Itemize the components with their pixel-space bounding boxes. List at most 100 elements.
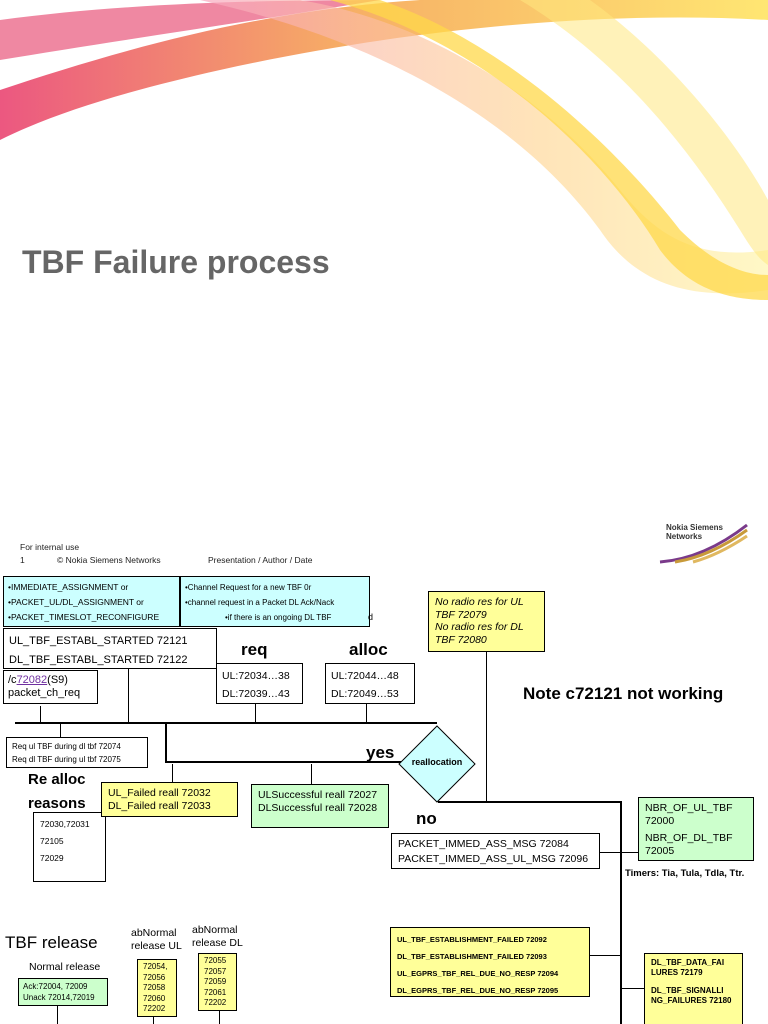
timers-text: Timers: Tia, Tula, Tdla, Ttr. [625, 868, 745, 879]
failed-realloc-box: UL_Failed reall 72032 DL_Failed reall 72… [101, 782, 238, 817]
abnormal-ul-item: 72056 [143, 972, 166, 982]
channel-request-item: •if there is an ongoing DL TBF [225, 613, 332, 622]
failed-realloc-item: DL_Failed reall 72033 [108, 799, 211, 812]
establishment-failed-item: UL_TBF_ESTABLISHMENT_FAILED 72092 [397, 935, 547, 944]
nsn-logo-icon [659, 523, 748, 564]
packet-ch-req-suffix: (S9) [47, 674, 68, 686]
alloc-item: UL:72044…48 [331, 670, 399, 682]
connector-line [600, 852, 620, 853]
abnormal-ul-label-line: abNormal [131, 927, 177, 939]
assignment-item: •IMMEDIATE_ASSIGNMENT or [8, 582, 129, 592]
slide-title: TBF Failure process [22, 244, 330, 280]
realloc-label-line2: reasons [28, 795, 86, 812]
alloc-box: UL:72044…48 DL:72049…53 [325, 663, 415, 704]
assignment-box: •IMMEDIATE_ASSIGNMENT or •PACKET_UL/DL_A… [3, 576, 180, 627]
realloc-label-line1: Re alloc [28, 771, 86, 788]
normal-release-box: Ack:72004, 72009 Unack 72014,72019 [18, 978, 108, 1006]
abnormal-dl-box: 72055 72057 72059 72061 72202 [198, 953, 237, 1011]
channel-request-trailing: d [368, 612, 374, 622]
req-item: UL:72034…38 [222, 670, 290, 682]
footer-page: 1 [20, 555, 25, 565]
connector-line [128, 668, 129, 722]
success-realloc-item: DLSuccessful reall 72028 [258, 802, 378, 814]
no-branch-line [438, 801, 621, 803]
abnormal-dl-label-line: abNormal [192, 924, 238, 936]
tbf-release-label: TBF release [5, 933, 98, 952]
note-text: Note c72121 not working [523, 684, 724, 703]
connector-line [40, 706, 41, 723]
connector-line [172, 764, 173, 782]
main-horizontal-line [15, 722, 437, 724]
nbr-tbf-box: NBR_OF_UL_TBF 72000 NBR_OF_DL_TBF 72005 [638, 797, 754, 861]
abnormal-ul-label-line: release UL [131, 940, 182, 952]
realloc-reasons-box: 72030,72031 72105 72029 [33, 812, 106, 882]
counter-72082-link[interactable]: 72082 [16, 674, 48, 686]
normal-release-label: Normal release [29, 961, 101, 973]
establishment-failed-box: UL_TBF_ESTABLISHMENT_FAILED 72092 DL_TBF… [390, 927, 590, 997]
connector-line [255, 704, 256, 722]
packet-ch-req-prefix: /c [8, 674, 17, 686]
req-box: UL:72034…38 DL:72039…43 [216, 663, 303, 704]
no-radio-item: No radio res for DL TBF 72080 [435, 621, 524, 646]
footer-meta: Presentation / Author / Date [208, 555, 313, 565]
success-realloc-item: ULSuccessful reall 72027 [258, 789, 378, 801]
establ-item: UL_TBF_ESTABL_STARTED 72121 [9, 635, 188, 647]
yes-label: yes [366, 743, 395, 762]
no-radio-item: No radio res for UL TBF 72079 [435, 596, 524, 621]
abnormal-ul-box: 72054, 72056 72058 72060 72202 [137, 959, 177, 1017]
connector-line [311, 764, 312, 784]
dl-data-failures-item: DL_TBF_DATA_FAI LURES 72179 [651, 958, 725, 977]
dl-data-failures-item: DL_TBF_SIGNALLI NG_FAILURES 72180 [651, 986, 732, 1005]
req-during-item: Req ul TBF during dl tbf 72074 [12, 742, 121, 751]
abnormal-dl-item: 72202 [204, 998, 227, 1007]
abnormal-ul-item: 72058 [143, 983, 166, 992]
abnormal-ul-item: 72060 [143, 993, 166, 1003]
connector-line [590, 955, 620, 956]
packet-ch-req-label: packet_ch_req [8, 687, 81, 699]
req-during-item: Req dl TBF during ul tbf 72075 [12, 755, 121, 764]
footer-copyright: © Nokia Siemens Networks [57, 555, 161, 565]
failed-realloc-item: UL_Failed reall 72032 [108, 787, 211, 799]
footer-usage: For internal use [20, 542, 80, 552]
realloc-reason-item: 72105 [40, 836, 64, 846]
packet-ch-req-box: /c72082(S9) packet_ch_req [3, 670, 98, 704]
channel-request-item: •channel request in a Packet DL Ack/Nack [185, 598, 335, 607]
abnormal-ul-item: 72202 [143, 1004, 166, 1013]
establishment-failed-item: UL_EGPRS_TBF_REL_DUE_NO_RESP 72094 [397, 969, 559, 978]
abnormal-dl-label-line: release DL [192, 937, 243, 949]
packet-immed-item: PACKET_IMMED_ASS_MSG 72084 [398, 838, 569, 850]
channel-request-box: •Channel Request for a new TBF 0r •chann… [180, 576, 370, 627]
connector-line [60, 723, 61, 737]
normal-release-item: Ack:72004, 72009 [23, 982, 88, 991]
reallocation-label: reallocation [411, 757, 463, 767]
packet-immed-item: PACKET_IMMED_ASS_UL_MSG 72096 [398, 853, 589, 865]
connector-line [57, 1006, 58, 1024]
establ-item: DL_TBF_ESTABL_STARTED 72122 [9, 654, 188, 666]
connector-line [219, 1011, 220, 1024]
alloc-label: alloc [349, 640, 388, 659]
req-during-box: Req ul TBF during dl tbf 72074 Req dl TB… [6, 737, 148, 768]
establishment-failed-item: DL_EGPRS_TBF_REL_DUE_NO_RESP 72095 [397, 986, 559, 995]
req-label: req [241, 640, 268, 659]
establ-started-box: UL_TBF_ESTABL_STARTED 72121 DL_TBF_ESTAB… [3, 628, 217, 669]
abnormal-dl-label: abNormal release DL [192, 924, 243, 950]
reallocation-diamond [398, 725, 476, 803]
assignment-item: •PACKET_TIMESLOT_RECONFIGURE [8, 612, 160, 622]
nsn-logo-text: Nokia Siemens Networks [666, 523, 723, 541]
abnormal-ul-item: 72054, [143, 962, 168, 971]
abnormal-dl-item: 72061 [204, 987, 227, 997]
normal-release-item: Unack 72014,72019 [23, 993, 95, 1002]
realloc-reason-item: 72030,72031 [40, 819, 90, 829]
alloc-item: DL:72049…53 [331, 688, 399, 700]
abnormal-dl-item: 72057 [204, 966, 227, 976]
nbr-item: NBR_OF_DL_TBF 72005 [645, 832, 733, 857]
abnormal-dl-item: 72059 [204, 977, 227, 986]
decorative-swoosh [0, 0, 768, 300]
connector-line [622, 852, 638, 853]
req-item: DL:72039…43 [222, 688, 290, 700]
no-label: no [416, 809, 437, 828]
success-realloc-box: ULSuccessful reall 72027 DLSuccessful re… [251, 784, 389, 828]
channel-request-item: •Channel Request for a new TBF 0r [185, 583, 312, 592]
no-radio-box: No radio res for UL TBF 72079 No radio r… [428, 591, 545, 652]
realloc-reason-item: 72029 [40, 853, 64, 863]
